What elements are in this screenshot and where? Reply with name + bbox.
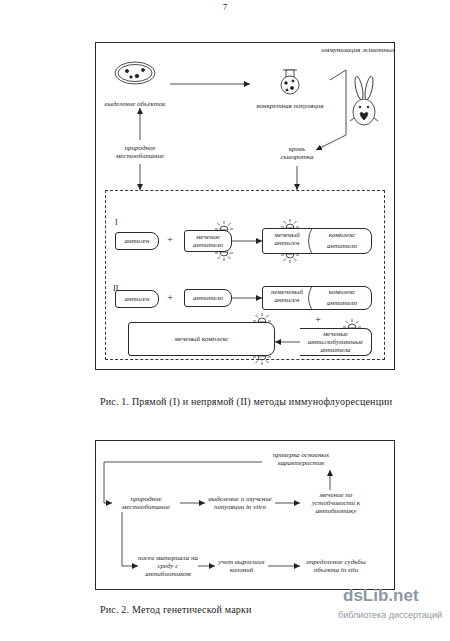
node-text: выделение и изучение популяции in vitro [205, 495, 275, 511]
antigen-box: антиген [115, 290, 159, 308]
connector-arrow [232, 298, 262, 299]
node-text: меченый антиген [265, 231, 309, 247]
connector-arrow [104, 462, 262, 503]
marking-label: мечение по устойчивости к антибиотику [300, 490, 372, 516]
figure-caption: Рис. 2. Метод генетической марки [100, 604, 340, 616]
antigen-box: антиген [115, 232, 159, 250]
connector-arrow [170, 84, 250, 85]
node-text: меченые антиглобулиновые антитела [300, 330, 371, 354]
antibody-box: антитело [184, 289, 232, 307]
connector-arrow [140, 164, 141, 190]
connector-arrow [275, 342, 300, 343]
node-text: антитело [193, 294, 223, 302]
node-text: природное местообитание [112, 495, 180, 511]
node-text: проверка основных характеристик [262, 451, 340, 467]
complex-box: меченый комплекс [128, 322, 275, 356]
node-text: мечение по устойчивости к антибиотику [300, 491, 372, 515]
fluorescent-label [281, 254, 299, 263]
population-flask [281, 70, 299, 94]
population-label: конкретная популяция [250, 70, 330, 110]
serum-label: кровь сыворотка [278, 140, 316, 166]
plus-sign: + [164, 234, 176, 246]
connector-arrow [330, 470, 331, 490]
complex-box: немеченый антиген комплекс антитело [262, 286, 372, 310]
check-label: проверка основных характеристик [262, 448, 340, 470]
petri-dish [115, 62, 155, 84]
edge-label: иммунизация животных [318, 46, 398, 54]
connector-arrow [140, 108, 141, 140]
method-numeral: I [115, 218, 127, 227]
node-text: кровь сыворотка [278, 145, 316, 161]
connector-arrow [122, 512, 138, 566]
habitat-label: природное местообитание [110, 140, 170, 164]
plating-label: посев материала на среду с антибиотиком [138, 553, 198, 579]
antiglobulin-box: меченые антиглобулиновые антитела [300, 328, 372, 356]
node-text: конкретная популяция [257, 102, 324, 110]
connector-arrow [275, 503, 300, 504]
node-text: антиген [125, 237, 150, 245]
fluorescent-label [281, 219, 299, 228]
node-text: меченое антитело [185, 233, 231, 249]
node-text: комплекс [316, 288, 368, 296]
fluorescent-label [343, 319, 361, 328]
node-text: меченый комплекс [174, 335, 228, 343]
connector-arrow [316, 70, 346, 150]
node-text: выделение объектов [105, 100, 166, 108]
rabbit-illustration [350, 76, 378, 125]
page-number: 7 [215, 2, 235, 13]
connector-arrow [297, 166, 298, 190]
plus-sign: + [164, 292, 176, 304]
node-text: учет выросших колоний [215, 558, 268, 574]
figure-frame: Рис. 1. Прямой (I) и непрямой (II) метод… [95, 42, 395, 370]
habitat-label: природное местообитание [112, 494, 180, 512]
node-text: посев материала на среду с антибиотиком [138, 554, 198, 578]
complex-box: меченый антиген комплекс антитело [262, 228, 372, 254]
antibody-box: меченое антитело [184, 230, 232, 252]
complex-divider [309, 286, 313, 310]
figure-frame: Рис. 2. Метод генетической маркипроверка… [95, 440, 395, 590]
isolation-label: выделение объектов [100, 60, 170, 108]
method-panel: IIIантигенмеченое антителомеченый антиге… [105, 190, 385, 360]
connector-arrow [198, 566, 215, 567]
node-text: определение судьбы объекта in situ [300, 558, 372, 574]
watermark: библиотека диссертаций [338, 610, 448, 621]
node-text: комплекс [316, 231, 368, 239]
node-text: антиген [125, 295, 150, 303]
fluorescent-label [215, 221, 233, 230]
node-text: антитело [316, 242, 368, 250]
fate-label: определение судьбы объекта in situ [300, 554, 372, 578]
node-text: антитело [316, 299, 368, 307]
figure-caption: Рис. 1. Прямой (I) и непрямой (II) метод… [100, 396, 420, 408]
node-text: природное местообитание [110, 144, 170, 160]
study-label: выделение и изучение популяции in vitro [205, 490, 275, 516]
fluorescent-label [253, 356, 271, 365]
connector-arrow [180, 503, 205, 504]
node-text: немеченый антиген [265, 288, 309, 304]
watermark: dsLib.net [343, 586, 443, 605]
fluorescent-label [253, 313, 271, 322]
connector-arrow [232, 241, 262, 242]
plus-sign: + [312, 314, 324, 326]
count-label: учет выросших колоний [215, 556, 268, 576]
connector-arrow [268, 566, 300, 567]
complex-divider [309, 228, 313, 254]
fluorescent-label [215, 252, 233, 261]
